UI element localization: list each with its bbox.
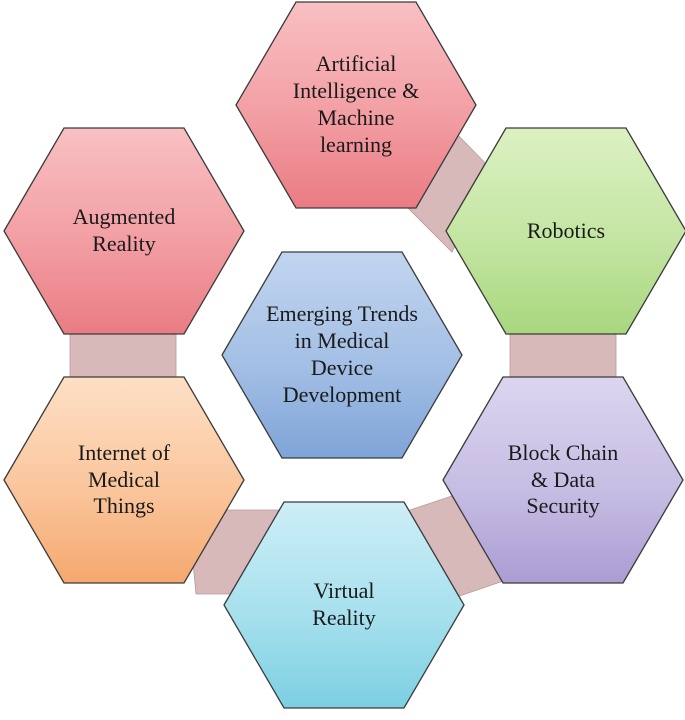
hexagon-iomt — [3, 376, 245, 584]
hexagon-augmented-reality — [3, 127, 245, 335]
hexagon-blockchain — [442, 376, 684, 584]
hexagon-layer — [3, 1, 685, 709]
hexagon-ai-ml — [235, 1, 477, 209]
center-hexagon — [221, 251, 463, 459]
hexagon-robotics — [445, 127, 685, 335]
hexagon-virtual-reality — [223, 501, 465, 709]
